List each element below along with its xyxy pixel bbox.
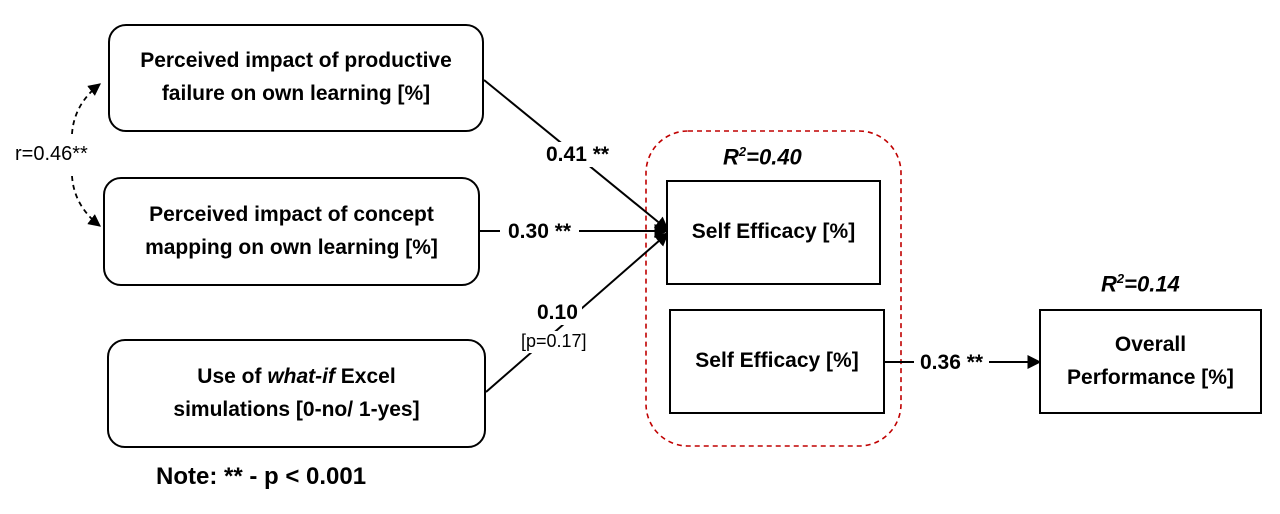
concept-mapping-node: Perceived impact of concept mapping on o… — [103, 177, 480, 286]
correlation-arrow — [71, 83, 101, 135]
op-r2-value: =0.14 — [1124, 271, 1180, 297]
what-if-label-line1: Use of what-if Excel — [173, 361, 419, 394]
concept-mapping-label-line1: Perceived impact of concept — [149, 202, 434, 226]
concept-mapping-label-line2: mapping on own learning [%] — [145, 235, 438, 259]
what-if-italic: what-if — [267, 364, 335, 388]
self-efficacy-node-top: Self Efficacy [%] — [666, 180, 881, 285]
overall-performance-node: Overall Performance [%] — [1039, 309, 1262, 414]
productive-failure-label-line2: failure on own learning [%] — [161, 82, 431, 105]
correlation-label: r=0.46** — [15, 142, 88, 166]
se-r2-sup: 2 — [738, 144, 747, 159]
se-r2-prefix: R — [723, 144, 739, 170]
what-if-prefix: Use of — [197, 364, 268, 388]
self-efficacy-r2-label: R2=0.40 — [723, 144, 802, 171]
op-r2-prefix: R — [1101, 271, 1117, 297]
cm-coefficient-label: 0.30 ** — [500, 219, 580, 245]
self-efficacy-node-bottom: Self Efficacy [%] — [669, 309, 885, 414]
what-if-node: Use of what-if Excel simulations [0-no/ … — [107, 339, 486, 448]
significance-note: Note: ** - p < 0.001 — [156, 463, 367, 490]
se-r2-value: =0.40 — [746, 144, 802, 170]
what-if-label-line2: simulations [0-no/ 1-yes] — [173, 397, 420, 421]
se-op-coefficient-label: 0.36 ** — [914, 350, 990, 376]
self-efficacy-top-label: Self Efficacy [%] — [691, 220, 856, 244]
pf-coefficient-label: 0.41 ** — [542, 142, 614, 168]
self-efficacy-bottom-label: Self Efficacy [%] — [695, 349, 859, 373]
productive-failure-node: Perceived impact of productive failure o… — [108, 24, 484, 132]
wi-coefficient-label: 0.10 — [533, 300, 582, 326]
overall-performance-r2-label: R2=0.14 — [1101, 271, 1180, 298]
correlation-arrow-lower — [71, 175, 101, 227]
productive-failure-label-line1: Perceived impact of productive — [140, 49, 452, 73]
overall-performance-label-line1: Overall — [1114, 332, 1187, 356]
overall-performance-label-line2: Performance [%] — [1067, 365, 1234, 389]
op-r2-sup: 2 — [1116, 271, 1125, 286]
self-efficacy-group-outline — [645, 130, 902, 447]
wi-p-value-label: [p=0.17] — [518, 331, 590, 353]
what-if-suffix: Excel — [334, 364, 396, 388]
